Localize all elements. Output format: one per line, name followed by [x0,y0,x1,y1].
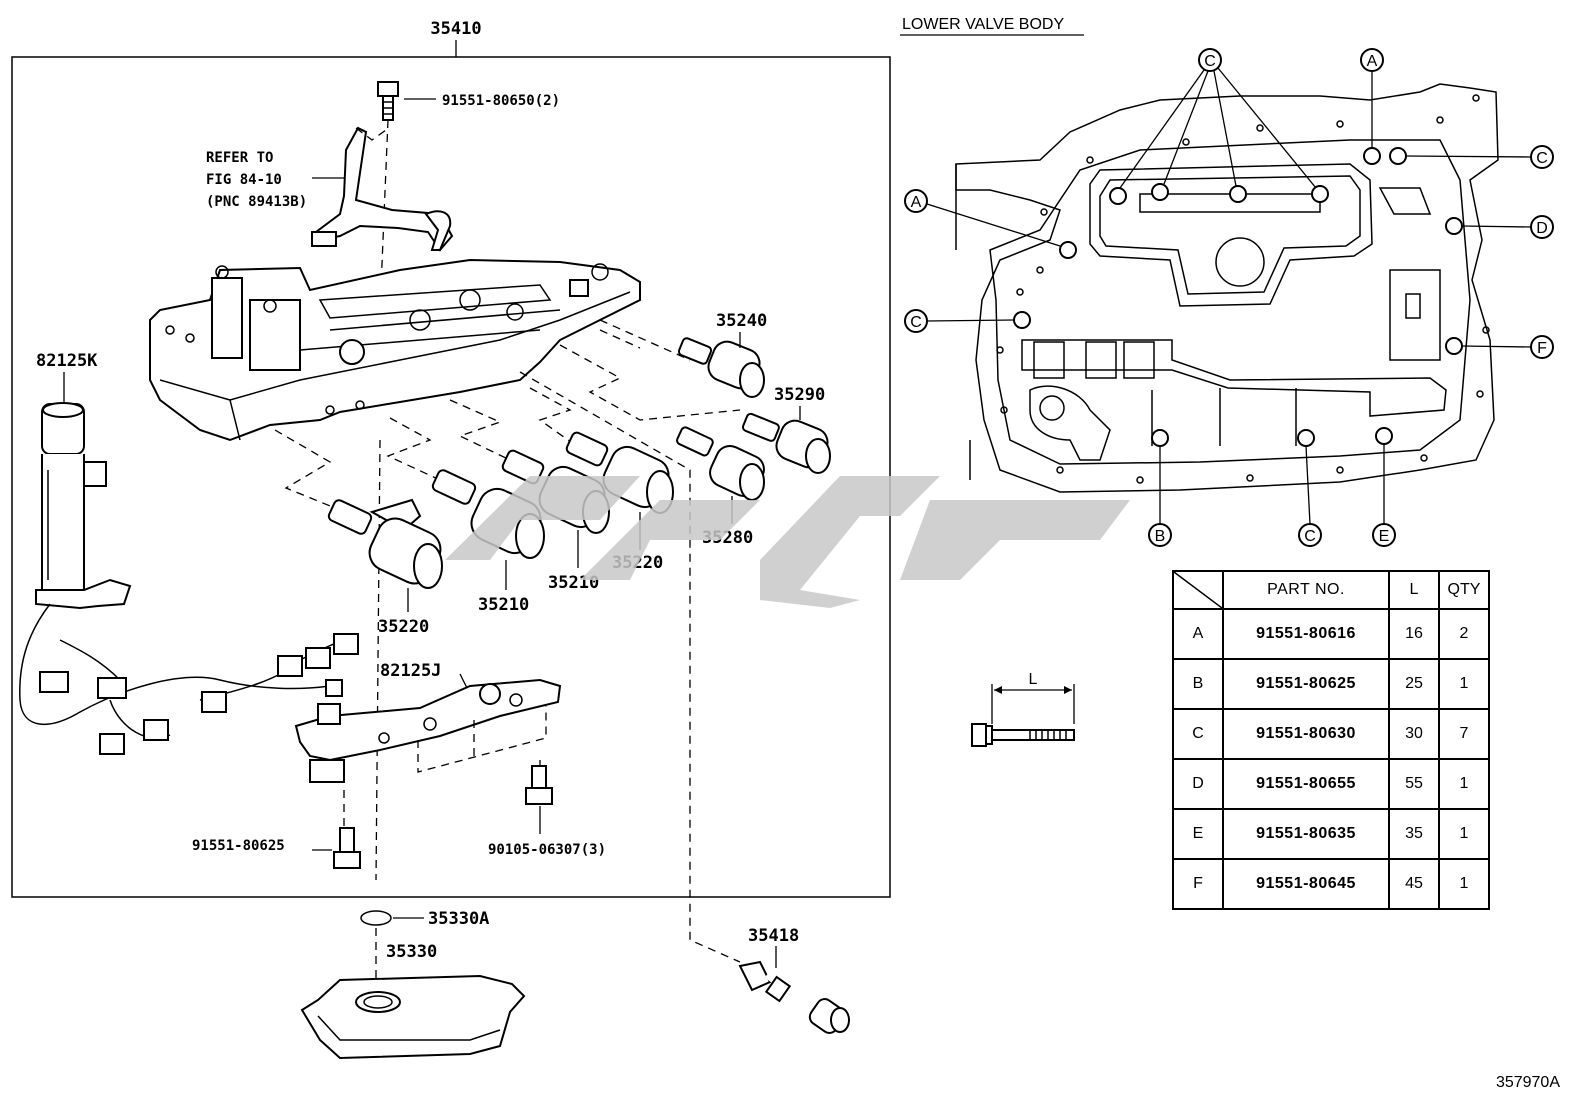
length-symbol: L [1029,671,1038,688]
solenoid-35290-icon[interactable] [742,412,832,474]
bolt-marker-c-right-top[interactable]: C [1405,145,1554,169]
table-row: D 91551-80655 55 1 [1172,758,1490,810]
table-row: C 91551-80630 30 7 [1172,708,1490,760]
table-cell-part-no[interactable]: 91551-80630 [1222,708,1390,760]
table-corner-cell [1172,570,1224,610]
oil-strainer-icon[interactable] [300,974,526,1060]
table-header-l: L [1388,570,1440,610]
table-cell-l: 25 [1388,658,1440,710]
figure-id[interactable]: 357970A [1496,1074,1560,1091]
solenoid-35280-icon[interactable] [676,426,769,501]
table-cell-l: 55 [1388,758,1440,810]
bolt-marker-c-top[interactable]: C [1119,48,1317,189]
table-row: B 91551-80625 25 1 [1172,658,1490,710]
refer-note-line-3[interactable]: (PNC 89413B) [206,194,307,210]
table-cell-part-no[interactable]: 91551-80616 [1222,608,1390,660]
bolt-holes [1013,147,1463,447]
bolt-length-icon [971,684,1075,747]
bolt-marker-d[interactable]: D [1461,215,1554,239]
table-cell-part-no[interactable]: 91551-80625 [1222,658,1390,710]
bolt-table: PART NO. L QTY A 91551-80616 16 2 B 9155… [1172,570,1490,910]
callout-35330a[interactable]: 35330A [428,909,489,929]
callout-35290[interactable]: 35290 [774,385,825,405]
table-cell-l: 16 [1388,608,1440,660]
bolt-marker-a-left[interactable]: A [904,189,1061,247]
table-header-qty: QTY [1438,570,1490,610]
bolt-marker-b[interactable]: B [1148,446,1172,547]
refer-note-line-2[interactable]: FIG 84-10 [206,172,282,188]
bolt-marker-e[interactable]: E [1372,444,1396,547]
svg-text:F: F [1537,340,1547,357]
table-cell-key: D [1172,758,1224,810]
svg-text:C: C [1204,53,1216,70]
oil-pipe-icon[interactable] [738,960,850,1036]
callout-bolt-top[interactable]: 91551-80650(2) [442,93,560,109]
callout-bolt-left[interactable]: 91551-80625 [192,838,285,854]
valve-body-icon [149,258,641,442]
table-cell-qty: 1 [1438,858,1490,910]
callout-35210-a[interactable]: 35210 [478,595,529,615]
table-cell-key: F [1172,858,1224,910]
lower-valve-body-icon [955,83,1499,493]
wire-harness-icon[interactable] [19,402,359,755]
table-cell-l: 35 [1388,808,1440,860]
oring-icon[interactable] [360,910,392,926]
bolt-marker-f[interactable]: F [1461,335,1554,359]
table-cell-qty: 1 [1438,658,1490,710]
svg-text:D: D [1536,220,1548,237]
table-cell-qty: 7 [1438,708,1490,760]
bolt-top-icon[interactable] [377,81,399,121]
svg-text:B: B [1155,528,1166,545]
table-cell-qty: 1 [1438,758,1490,810]
svg-text:A: A [911,194,922,211]
callout-35418[interactable]: 35418 [748,926,799,946]
svg-text:C: C [910,314,922,331]
callout-82125j[interactable]: 82125J [380,661,441,681]
bolt-marker-c-left[interactable]: C [904,309,1015,333]
table-cell-part-no[interactable]: 91551-80635 [1222,808,1390,860]
table-cell-key: B [1172,658,1224,710]
svg-text:E: E [1379,528,1390,545]
callout-bolt-right[interactable]: 90105-06307(3) [488,842,606,858]
bolt-marker-a-top[interactable]: A [1360,48,1384,148]
table-cell-key: E [1172,808,1224,860]
watermark-logo [445,476,1130,608]
bolt-marker-c-bottom[interactable]: C [1298,445,1322,547]
table-cell-qty: 2 [1438,608,1490,660]
callout-35220-a[interactable]: 35220 [378,617,429,637]
table-cell-l: 30 [1388,708,1440,760]
bolt-bracket-right-icon[interactable] [525,765,553,805]
callout-35240[interactable]: 35240 [716,311,767,331]
table-cell-l: 45 [1388,858,1440,910]
table-header-row: PART NO. L QTY [1172,570,1490,610]
refer-note-line-1: REFER TO [206,150,273,166]
callout-82125k[interactable]: 82125K [36,351,98,371]
table-cell-part-no[interactable]: 91551-80655 [1222,758,1390,810]
table-cell-qty: 1 [1438,808,1490,860]
svg-text:A: A [1367,53,1378,70]
bolt-bracket-left-icon[interactable] [333,827,361,869]
table-cell-key: A [1172,608,1224,660]
solenoid-bracket-icon[interactable] [294,678,562,783]
table-header-part-no: PART NO. [1222,570,1390,610]
solenoid-35240-icon[interactable] [677,337,765,398]
table-row: A 91551-80616 16 2 [1172,608,1490,660]
solenoid-35220a-icon[interactable] [327,498,446,590]
svg-text:C: C [1304,528,1316,545]
table-cell-part-no[interactable]: 91551-80645 [1222,858,1390,910]
table-cell-key: C [1172,708,1224,760]
callout-35330[interactable]: 35330 [386,942,437,962]
section-label: LOWER VALVE BODY [902,16,1064,33]
table-row: F 91551-80645 45 1 [1172,858,1490,910]
detent-bracket-icon [311,126,454,252]
svg-text:C: C [1536,150,1548,167]
assembly-label[interactable]: 35410 [430,19,481,39]
table-row: E 91551-80635 35 1 [1172,808,1490,860]
